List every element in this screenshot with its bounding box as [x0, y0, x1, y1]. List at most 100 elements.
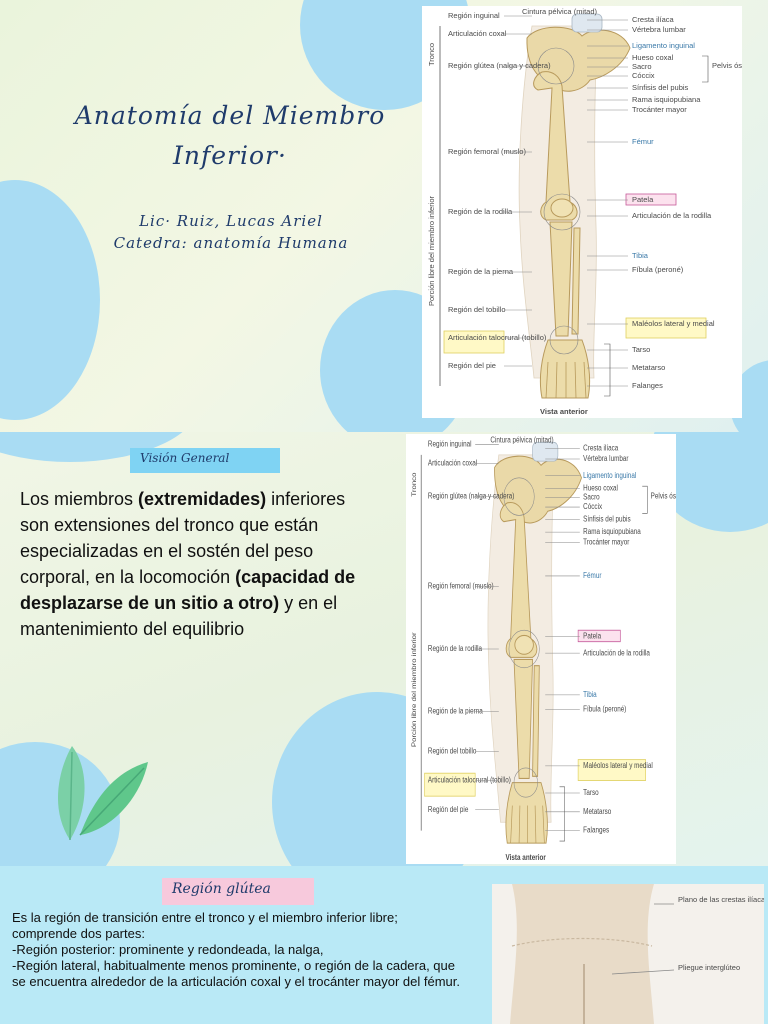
ankle-joint-circle: [513, 767, 538, 798]
overview-text: Los miembros: [20, 489, 139, 509]
left-label: Región del pie: [428, 805, 468, 814]
side-label: Porción libre del miembro inferior: [427, 195, 436, 306]
right-label: Fíbula (peroné): [583, 705, 626, 714]
gluteal-photo-drawing: Plano de las crestas ilíacas Pliegue int…: [492, 884, 768, 1024]
right-label: Maléolos lateral y medial: [583, 761, 653, 770]
fibula-bone: [532, 665, 540, 777]
bracket-line: [642, 485, 648, 514]
vertebra-bone: [571, 13, 603, 33]
left-label: Región de la pierna: [448, 267, 514, 276]
decor-blob: [0, 180, 100, 420]
right-label: Sacro: [583, 493, 600, 502]
figure-caption: Vista anterior: [506, 853, 546, 862]
right-label: Rama isquiopubiana: [632, 95, 701, 104]
course-name: Catedra: anatomía Humana: [113, 234, 349, 252]
right-label: Articulación de la rodilla: [583, 649, 650, 658]
foot-bones: [505, 782, 548, 844]
author-name: Lic· Ruiz, Lucas Ariel: [139, 212, 323, 230]
slide-gluteal: Región glútea Es la región de transición…: [0, 866, 768, 1024]
hip-joint-circle: [503, 477, 535, 516]
right-label: Trocánter mayor: [632, 105, 687, 114]
left-label: Región de la pierna: [428, 707, 483, 716]
right-label: Metatarso: [632, 363, 665, 372]
right-label: Trocánter mayor: [583, 538, 630, 547]
left-label: Región de la rodilla: [428, 644, 482, 653]
overview-bold: (capacidad de desplazarse de un sitio a …: [20, 567, 356, 613]
page-title: Anatomía del Miembro Inferior·: [74, 101, 386, 170]
left-label: Región inguinal: [428, 440, 472, 449]
gluteal-line: -Región posterior: prominente y redondea…: [12, 942, 324, 957]
fibula-bone: [571, 227, 581, 335]
phalanx-line: [555, 361, 558, 399]
left-label: Articulación coxal: [448, 29, 507, 38]
foot-bones: [539, 339, 591, 399]
label-highlight: [625, 317, 707, 339]
phalanx-line: [534, 805, 537, 844]
right-label: Patela: [583, 632, 601, 641]
section-tag-gluteal: Región glútea: [162, 878, 314, 905]
right-label: Tibia: [632, 251, 649, 260]
right-label: Patela: [632, 195, 654, 204]
overview-text: inferiores son extensiones del tronco qu…: [20, 489, 346, 587]
slide-overview: Visión General Los miembros (extremidade…: [0, 432, 768, 866]
gluteal-text: Es la región de transición entre el tron…: [12, 910, 460, 990]
label-highlight: [577, 759, 646, 781]
left-label: Región de la rodilla: [448, 207, 513, 216]
left-label: Región del tobillo: [448, 305, 506, 314]
skeleton-diagram: Porción libre del miembro inferiorTronco…: [427, 7, 742, 416]
top-label: Cintura pélvica (mitad): [490, 436, 553, 445]
gluteal-line: Es la región de transición entre el tron…: [12, 910, 398, 941]
right-label: Cóccix: [632, 71, 655, 80]
label-highlight: [577, 629, 621, 643]
right-label: Sínfisis del pubis: [583, 515, 631, 524]
left-label: Región inguinal: [448, 11, 500, 20]
gluteal-photo: Plano de las crestas ilíacas Pliegue int…: [492, 884, 768, 1024]
trunk-label: Tronco: [411, 473, 418, 497]
leaf-icon: [57, 746, 148, 841]
hip-joint-circle: [537, 47, 575, 85]
right-label: Sínfisis del pubis: [632, 83, 689, 92]
left-label: Región del pie: [448, 361, 496, 370]
left-label: Articulación coxal: [428, 459, 478, 468]
right-label: Falanges: [583, 826, 609, 835]
pelvis-label: Pelvis ósea: [712, 61, 742, 70]
phalanx-line: [545, 361, 549, 399]
right-label: Sacro: [632, 62, 652, 71]
right-label: Ligamento inguinal: [632, 41, 695, 50]
left-label: Región femoral (muslo): [428, 582, 494, 591]
overview-bold: (extremidades): [138, 489, 267, 509]
left-label: Región del tobillo: [428, 747, 477, 756]
right-label: Falanges: [632, 381, 663, 390]
overview-paragraph: Los miembros (extremidades) inferiores s…: [20, 486, 360, 642]
label-highlight: [625, 193, 677, 206]
photo-label: Plano de las crestas ilíacas: [678, 895, 764, 904]
right-label: Fémur: [583, 571, 602, 580]
figure-caption: Vista anterior: [540, 407, 588, 416]
phalanx-line: [510, 805, 513, 844]
side-label: Porción libre del miembro inferior: [411, 632, 418, 747]
left-label: Región glútea (nalga y cadera): [428, 492, 514, 501]
lower-limb-figure-2: Porción libre del miembro inferior Tronco…: [406, 434, 676, 864]
bracket-line: [604, 343, 611, 397]
right-label: Cresta ilíaca: [583, 444, 618, 453]
label-highlight: [443, 330, 505, 354]
phalanx-line: [583, 361, 587, 399]
right-label: Ligamento inguinal: [583, 471, 636, 480]
right-label: Cresta ilíaca: [632, 15, 675, 24]
right-label: Tarso: [632, 345, 650, 354]
left-label: Articulación talocrural (tobillo): [448, 333, 547, 342]
patella-bone: [514, 634, 534, 655]
skeleton-diagram: Porción libre del miembro inferior Tronco…: [411, 436, 676, 862]
author-block: Lic· Ruiz, Lucas Ariel Catedra: anatomía…: [96, 210, 366, 254]
section-tag-overview: Visión General: [130, 448, 280, 473]
patella-bone: [550, 198, 574, 218]
tibia-bone: [513, 658, 533, 779]
right-label: Vértebra lumbar: [632, 25, 686, 34]
right-label: Cóccix: [583, 503, 602, 512]
pelvis-label: Pelvis ósea: [651, 492, 676, 501]
right-label: Articulación de la rodilla: [632, 211, 712, 220]
tibia-bone: [549, 221, 573, 337]
right-label: Maléolos lateral y medial: [632, 319, 715, 328]
gluteal-line: -Región lateral, habitualmente menos pro…: [12, 958, 461, 989]
